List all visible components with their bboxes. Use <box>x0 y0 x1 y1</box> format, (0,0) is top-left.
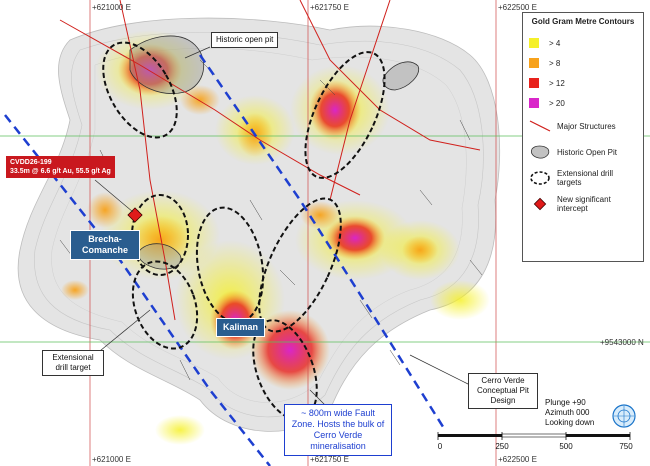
legend-grade-20: > 20 <box>529 93 637 113</box>
legend-grade-12: > 12 <box>529 73 637 93</box>
legend-grade-8: > 8 <box>529 53 637 73</box>
drill-traces <box>59 59 483 381</box>
view-plunge: Plunge +90 <box>545 398 586 407</box>
legend-major-structures: Major Structures <box>529 113 637 139</box>
intercept-callout: CVDD26-199 33.5m @ 6.6 g/t Au, 55.5 g/t … <box>6 156 115 178</box>
kaliman-label: Kaliman <box>216 318 266 337</box>
easting-label-bottom-3: +622500 E <box>498 455 537 464</box>
cerro-verde-pit-callout: Cerro Verde Conceptual Pit Design <box>468 373 538 409</box>
view-info: Plunge +90 Azimuth 000 Looking down <box>545 398 625 428</box>
brecha-comanche-label: Brecha- Comanche <box>70 230 140 260</box>
fault-zone-note: ~ 800m wide Fault Zone. Hosts the bulk o… <box>284 404 392 456</box>
legend: Gold Gram Metre Contours > 4 > 8 > 12 > … <box>522 12 644 262</box>
extensional-drill-target-callout: Extensional drill target <box>42 350 104 376</box>
legend-extensional-targets: Extensional drill targets <box>529 165 637 191</box>
view-looking: Looking down <box>545 418 595 427</box>
scale-bar-graphic <box>437 432 631 440</box>
easting-label-top-2: +621750 E <box>310 3 349 12</box>
intercept-hole-id: CVDD26-199 <box>10 159 52 166</box>
easting-label-top-3: +622500 E <box>498 3 537 12</box>
historic-pits <box>129 35 420 270</box>
intercept-result: 33.5m @ 6.6 g/t Au, 55.5 g/t Ag <box>10 168 111 175</box>
legend-grade-4: > 4 <box>529 33 637 53</box>
legend-major-structures-label: Major Structures <box>557 121 616 131</box>
extensional-targets <box>102 41 386 421</box>
legend-grade-20-label: > 20 <box>549 98 565 108</box>
historic-open-pit-callout: Historic open pit <box>211 32 279 48</box>
legend-new-intercept: New significant intercept <box>529 191 637 217</box>
fault-zone-lines <box>4 54 447 466</box>
legend-swatch-yellow <box>529 38 539 48</box>
easting-label-top-1: +621000 E <box>92 3 131 12</box>
scale-label-250: 250 <box>495 442 509 451</box>
easting-label-bottom-2: +621750 E <box>310 455 349 464</box>
legend-swatch-red <box>529 78 539 88</box>
intercept-diamond-icon <box>533 197 547 211</box>
scale-bar: 0 250 500 750 <box>436 430 636 460</box>
legend-new-intercept-label: New significant intercept <box>557 195 611 213</box>
legend-title: Gold Gram Metre Contours <box>531 17 635 26</box>
historic-pit-icon <box>531 145 550 159</box>
leader-lines <box>94 46 471 411</box>
legend-swatch-magenta <box>529 98 539 108</box>
orientation-globe-icon <box>612 404 636 428</box>
scale-label-500: 500 <box>559 442 573 451</box>
legend-historic-pit-label: Historic Open Pit <box>557 147 618 157</box>
scale-label-750: 750 <box>619 442 633 451</box>
major-structures <box>59 0 481 321</box>
legend-grade-12-label: > 12 <box>549 78 565 88</box>
northing-label: +9543000 N <box>600 338 644 347</box>
legend-historic-pit: Historic Open Pit <box>529 139 637 165</box>
structure-line-icon <box>529 120 551 132</box>
easting-label-bottom-1: +621000 E <box>92 455 131 464</box>
dashed-ellipse-icon <box>530 171 550 185</box>
view-azimuth: Azimuth 000 <box>545 408 590 417</box>
legend-grade-4-label: > 4 <box>549 38 561 48</box>
legend-swatch-orange <box>529 58 539 68</box>
intercept-marker[interactable] <box>127 207 143 223</box>
legend-grade-8-label: > 8 <box>549 58 561 68</box>
scale-label-0: 0 <box>437 442 443 451</box>
legend-extensional-targets-label: Extensional drill targets <box>557 169 614 187</box>
